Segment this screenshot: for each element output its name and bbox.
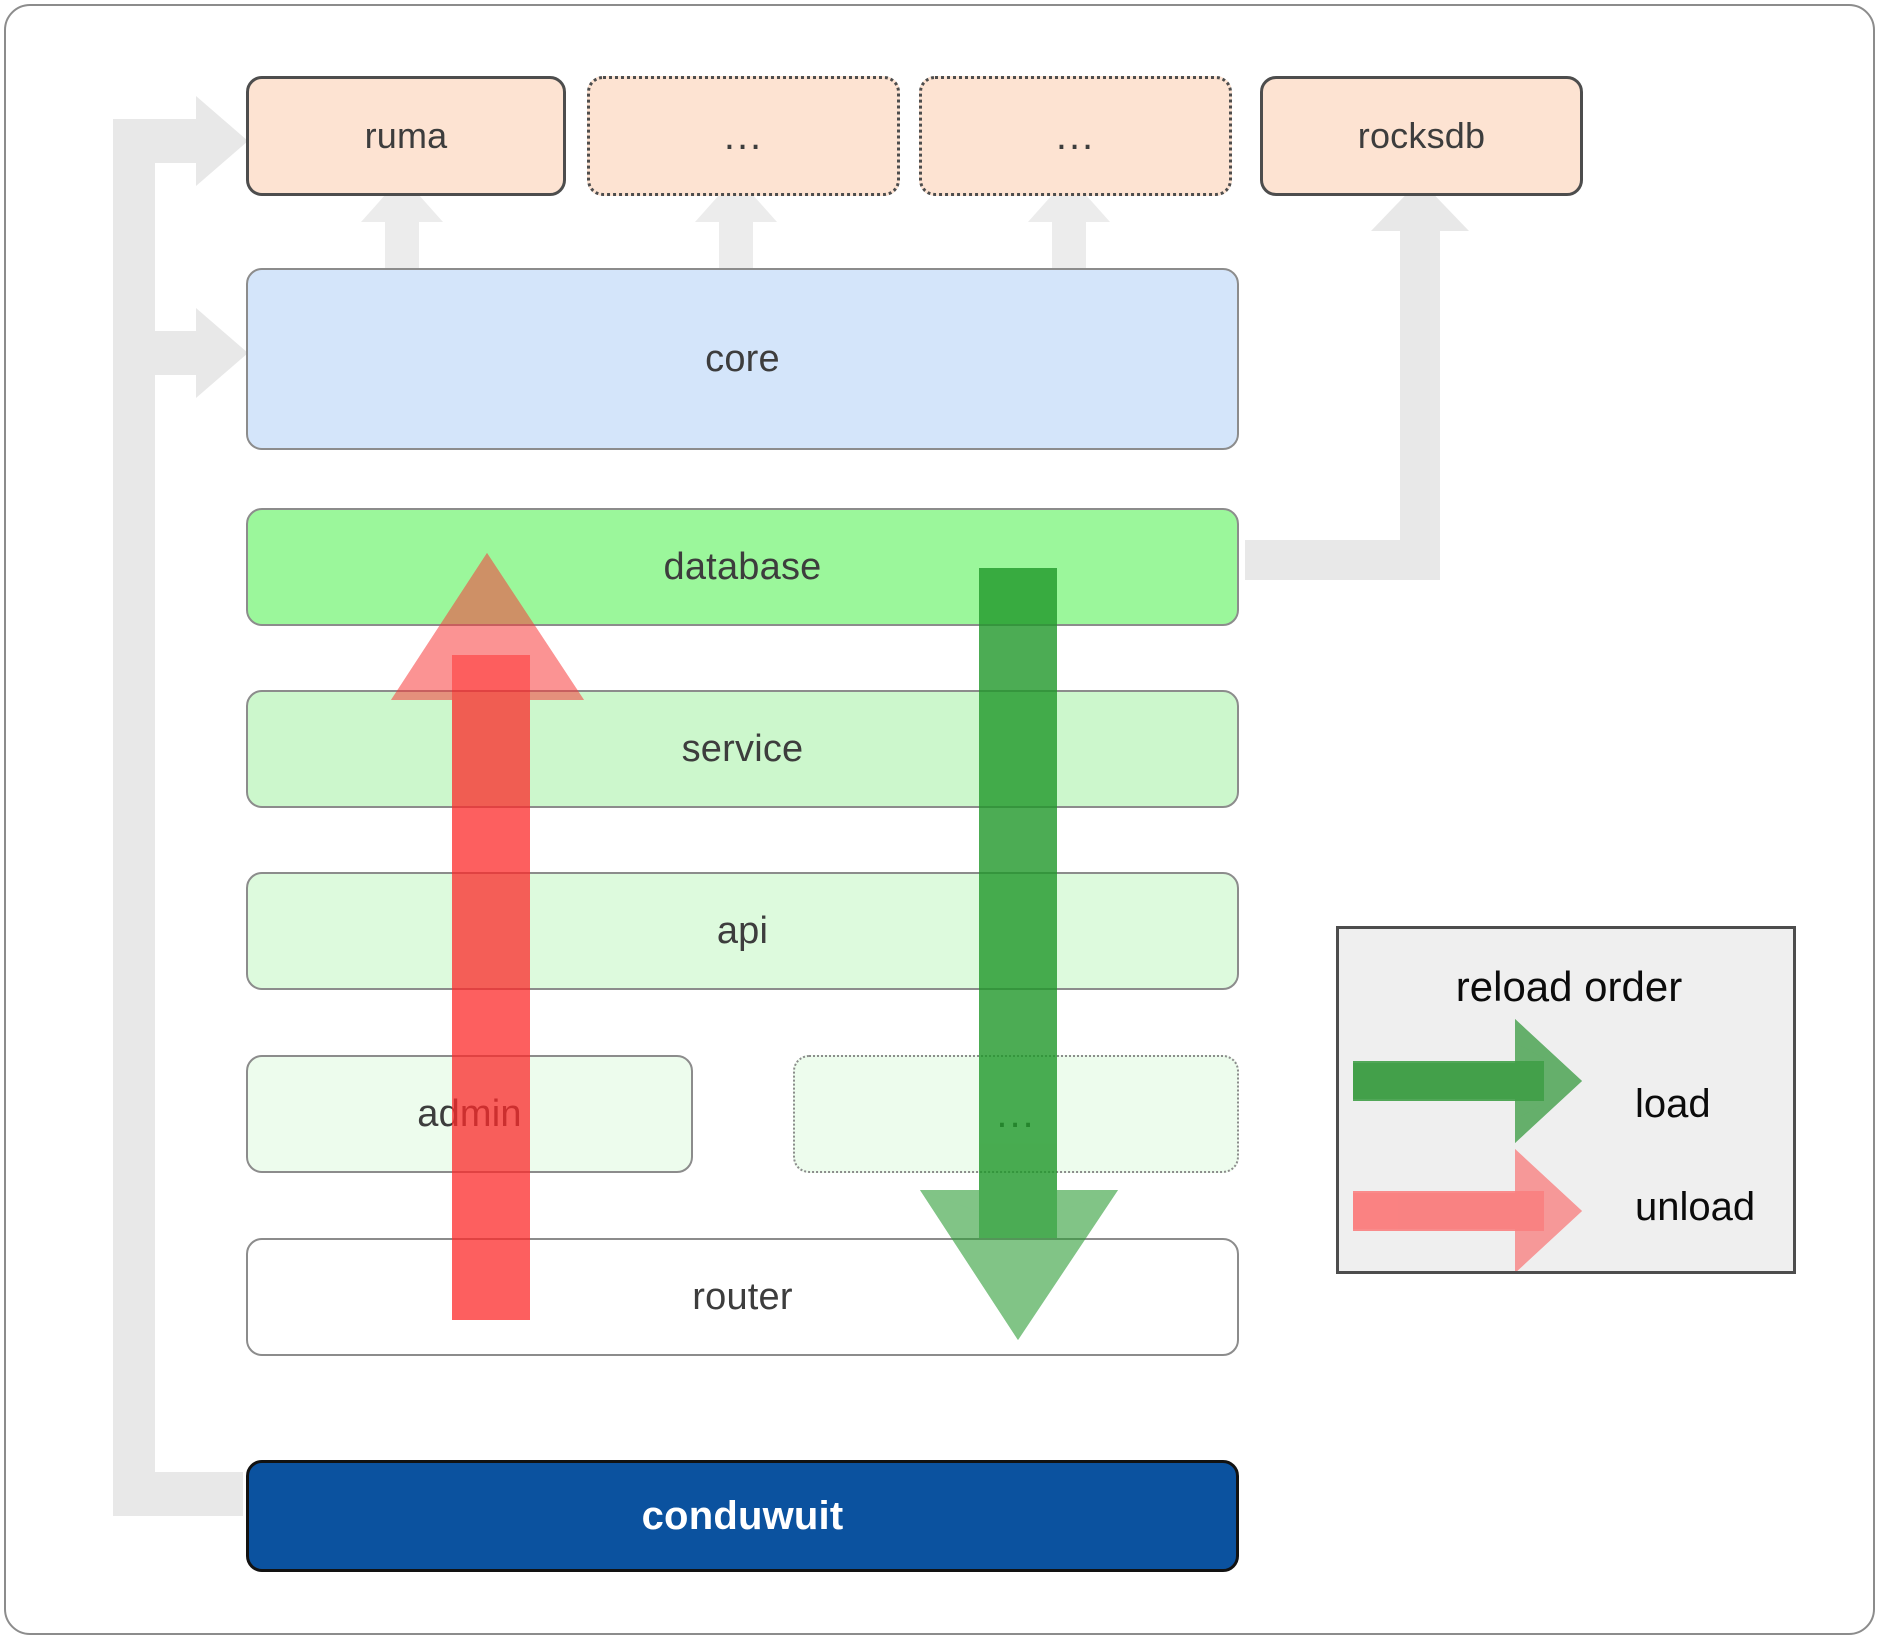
- node-router-label: router: [692, 1275, 793, 1318]
- legend-label-unload: unload: [1635, 1185, 1756, 1229]
- node-service[interactable]: service: [246, 690, 1239, 808]
- node-ruma[interactable]: ruma: [246, 76, 566, 196]
- node-ruma-label: ruma: [364, 115, 448, 156]
- node-core[interactable]: core: [246, 268, 1239, 450]
- legend-load-arrow-core: [1353, 1061, 1544, 1101]
- legend-label-load: load: [1635, 1082, 1711, 1126]
- node-rocksdb-label: rocksdb: [1357, 115, 1486, 156]
- node-more-label: ...: [996, 1092, 1036, 1136]
- node-router[interactable]: router: [246, 1238, 1239, 1356]
- node-ext-3-label: ...: [1055, 114, 1096, 158]
- node-admin[interactable]: admin: [246, 1055, 693, 1173]
- node-api[interactable]: api: [246, 872, 1239, 990]
- node-database[interactable]: database: [246, 508, 1239, 626]
- legend-panel: reload order load unload: [1336, 926, 1796, 1274]
- node-conduwuit[interactable]: conduwuit: [246, 1460, 1239, 1572]
- node-more[interactable]: ...: [793, 1055, 1239, 1173]
- node-conduwuit-label: conduwuit: [641, 1493, 844, 1538]
- diagram-outer-frame: [4, 4, 1875, 1635]
- node-ext-2-label: ...: [723, 114, 764, 158]
- node-ext-3[interactable]: ...: [919, 76, 1232, 196]
- node-admin-label: admin: [417, 1092, 522, 1135]
- node-rocksdb[interactable]: rocksdb: [1260, 76, 1583, 196]
- legend-unload-arrow-core: [1353, 1191, 1544, 1231]
- node-ext-2[interactable]: ...: [587, 76, 900, 196]
- legend-title: reload order: [1455, 963, 1683, 1010]
- legend-arrow-swatches: [1353, 1019, 1582, 1271]
- node-api-label: api: [716, 909, 769, 952]
- node-database-label: database: [663, 545, 822, 588]
- node-service-label: service: [681, 727, 804, 770]
- node-core-label: core: [705, 337, 780, 380]
